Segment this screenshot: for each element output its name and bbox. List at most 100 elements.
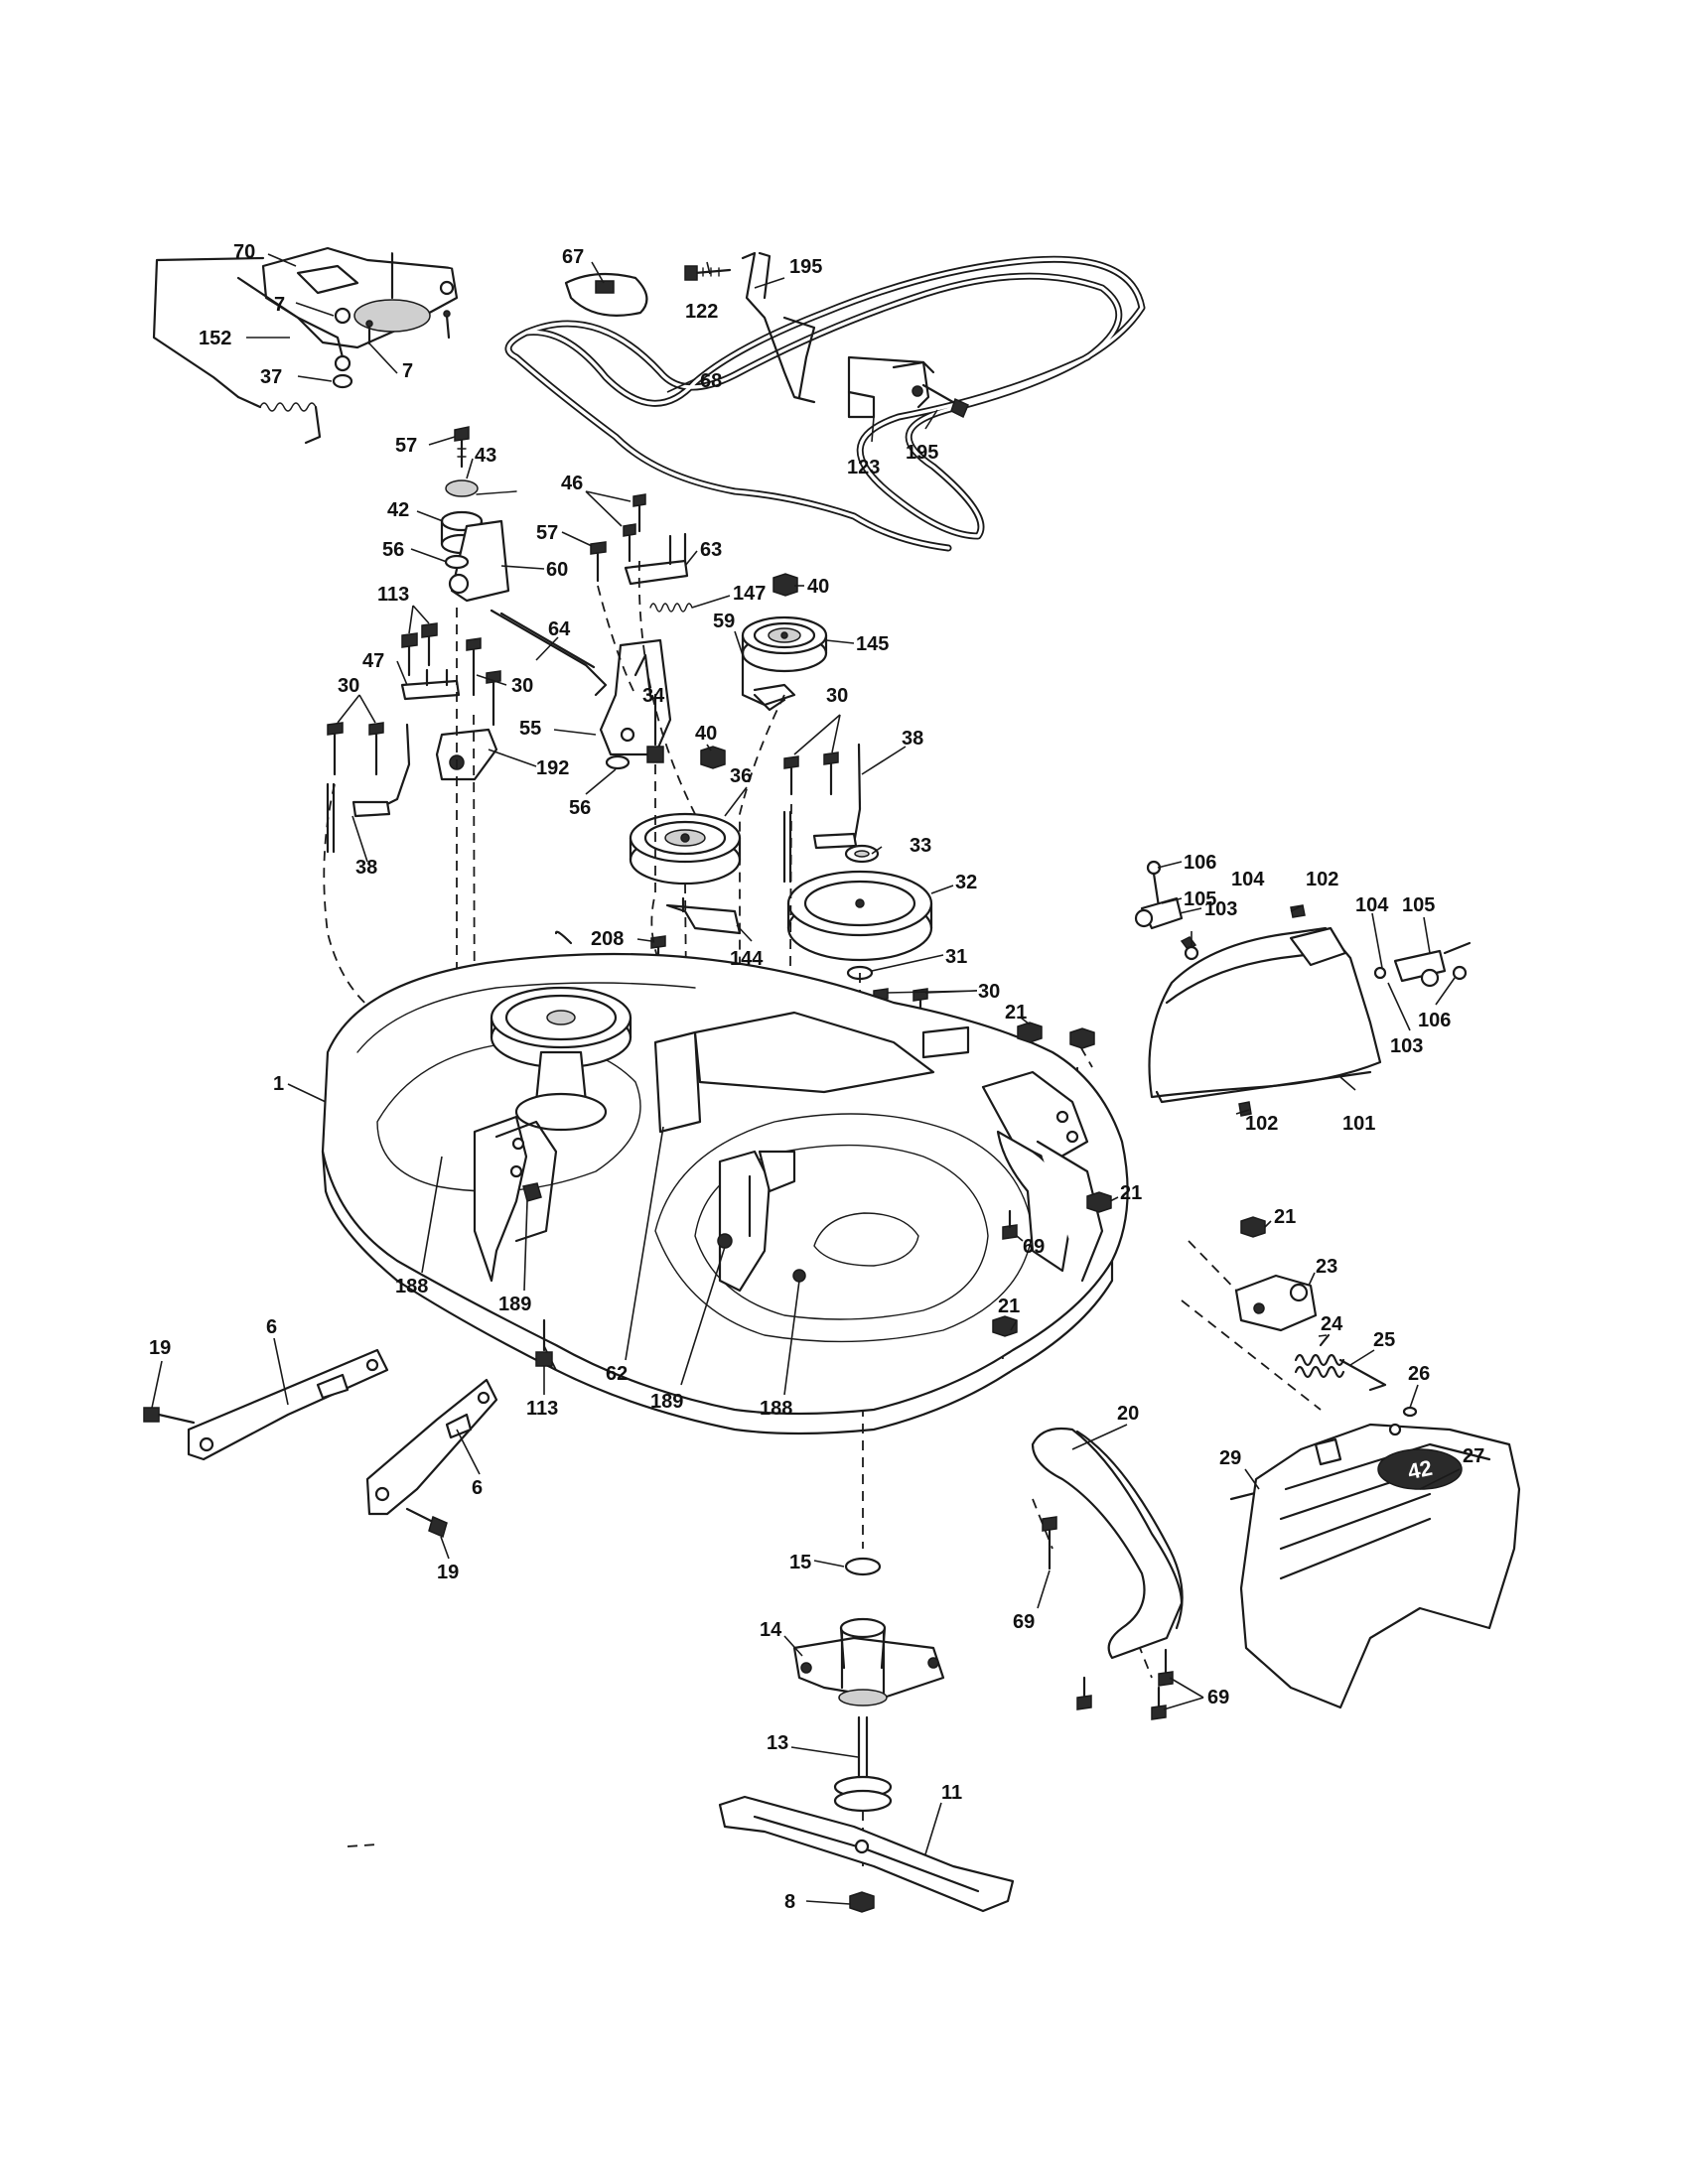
bracket-144	[665, 896, 742, 935]
callout-1: 1	[273, 1073, 284, 1095]
washer-26	[1402, 1406, 1418, 1418]
callout-29: 29	[1219, 1447, 1241, 1469]
callout-38-a: 38	[902, 728, 923, 750]
callout-21-a: 21	[1005, 1002, 1027, 1024]
blade-11	[718, 1795, 1015, 1913]
callout-56-a: 56	[382, 539, 404, 561]
callout-30-c: 30	[826, 685, 848, 707]
bolt-19-a	[143, 1407, 196, 1425]
callout-68: 68	[700, 370, 722, 392]
hinge-parts-right	[1373, 941, 1472, 988]
chute-decal: 42	[1377, 1448, 1463, 1490]
bracket-63	[624, 532, 689, 586]
bolts-113-a	[401, 622, 438, 677]
callout-43: 43	[475, 445, 496, 467]
callout-189-a: 189	[498, 1294, 531, 1315]
callout-106-a: 106	[1184, 852, 1216, 874]
callout-31: 31	[945, 946, 967, 968]
callout-208: 208	[591, 928, 624, 950]
callout-23: 23	[1316, 1256, 1337, 1278]
hinge-parts-left	[1134, 860, 1306, 961]
bolts-30-b	[466, 637, 501, 727]
callout-36: 36	[730, 765, 752, 787]
deflector-20	[1031, 1427, 1184, 1660]
callout-labels: 70 67 122 195 7 7 152 37 68 123 195 57 4…	[149, 241, 1484, 1913]
discharge-chute-27: 42	[1239, 1423, 1521, 1709]
spindle-shaft-13	[833, 1715, 893, 1813]
idler-arm-60	[448, 519, 510, 603]
callout-69-b: 69	[1013, 1611, 1035, 1633]
callout-67: 67	[562, 246, 584, 268]
lift-bracket-assembly	[261, 246, 697, 349]
callout-34: 34	[642, 685, 665, 707]
nut-8	[849, 1891, 875, 1913]
callout-192: 192	[536, 757, 569, 779]
part-67-cover	[564, 272, 648, 317]
deck-bracket-center	[717, 1150, 806, 1293]
callout-33: 33	[910, 835, 931, 857]
deck-side-flap	[996, 1130, 1104, 1283]
callout-40-b: 40	[695, 723, 717, 745]
callout-188-b: 188	[760, 1398, 792, 1420]
washer-56-b	[605, 754, 631, 770]
bolt-19-b	[405, 1507, 448, 1539]
callout-195-top: 195	[789, 256, 822, 278]
callout-57-a: 57	[395, 435, 417, 457]
spindle-housing-14	[792, 1617, 945, 1706]
pulley-32	[786, 870, 933, 962]
callout-6-a: 6	[266, 1316, 277, 1338]
bracket-23	[1234, 1274, 1318, 1332]
callout-57-b: 57	[536, 522, 558, 544]
callout-195-right: 195	[906, 442, 938, 464]
bearing-15	[844, 1557, 882, 1576]
callout-105-b: 105	[1402, 894, 1435, 916]
callout-147: 147	[733, 583, 766, 605]
callout-55: 55	[519, 718, 541, 740]
bracket-192	[435, 728, 498, 781]
callout-62: 62	[606, 1363, 628, 1385]
callout-8: 8	[784, 1891, 795, 1913]
small-bolts	[332, 310, 451, 389]
callout-56-b: 56	[569, 797, 591, 819]
callout-102-a: 102	[1306, 869, 1338, 890]
deck-pulley-left	[490, 986, 632, 1132]
callout-19-a: 19	[149, 1337, 171, 1359]
callout-46: 46	[561, 473, 583, 494]
callout-69-a: 69	[1023, 1236, 1045, 1258]
callout-113-a: 113	[377, 584, 409, 606]
nuts-21	[992, 1022, 1266, 1337]
callout-30-a: 30	[338, 675, 359, 697]
callout-145: 145	[856, 633, 889, 655]
callout-122: 122	[685, 301, 718, 323]
callout-105-a: 105	[1184, 888, 1216, 910]
leader-lines	[151, 253, 1461, 1905]
callout-188-a: 188	[395, 1276, 428, 1297]
spring-wire	[476, 490, 517, 495]
nut-40-a	[772, 573, 798, 597]
bolt-113-b	[535, 1318, 553, 1367]
callout-113-b: 113	[526, 1398, 558, 1420]
callout-103-a: 103	[1204, 898, 1237, 920]
callout-104-b: 104	[1355, 894, 1389, 916]
decal-text: 42	[1406, 1455, 1435, 1485]
callout-104-a: 104	[1231, 869, 1265, 890]
bolts-69	[1042, 1516, 1174, 1720]
lift-cable	[152, 256, 351, 445]
callout-40-a: 40	[807, 576, 829, 598]
callout-30-d: 30	[978, 981, 1000, 1003]
bearing-43	[445, 479, 479, 497]
callout-152: 152	[199, 328, 231, 349]
callout-70: 70	[233, 241, 255, 263]
callout-19-b: 19	[437, 1562, 459, 1583]
callout-63: 63	[700, 539, 722, 561]
callout-101: 101	[1342, 1113, 1375, 1135]
bolts-30-a	[327, 722, 384, 776]
bolt-57-b	[590, 541, 607, 583]
callout-25: 25	[1373, 1329, 1395, 1351]
callout-103-b: 103	[1390, 1035, 1423, 1057]
callout-7-a: 7	[274, 294, 285, 316]
rod-64	[490, 609, 608, 697]
callout-37: 37	[260, 366, 282, 388]
deflector-101	[1148, 926, 1382, 1104]
